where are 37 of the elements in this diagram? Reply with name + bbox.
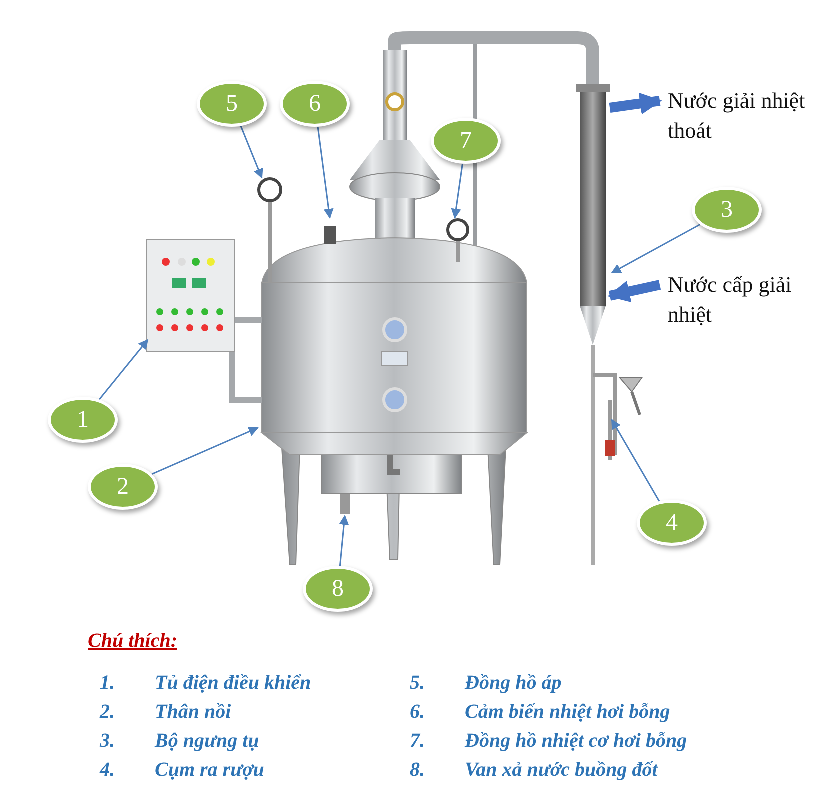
legend-number: 3. [100,730,115,753]
callout-number: 2 [88,464,158,510]
leader-arrow [317,126,334,219]
flow-label: Nước giải nhiệt thoát [668,86,817,146]
legend-text: Đồng hồ nhiệt cơ hơi bỗng [465,730,688,753]
callout-number: 8 [303,566,373,612]
legend-number: 7. [410,730,425,753]
flow-label: Nước cấp giải nhiệt [668,270,817,330]
legend-number: 2. [100,701,115,724]
leader-arrow [98,339,149,400]
leader-arrow [611,224,700,274]
legend-text: Van xả nước buồng đốt [465,759,658,782]
legend-text: Bộ ngưng tụ [155,730,260,753]
callout-number: 5 [197,81,267,127]
flow-arrow [608,280,662,302]
leader-arrow [451,164,464,219]
legend-text: Cảm biến nhiệt hơi bỗng [465,701,670,724]
callout-number: 4 [637,500,707,546]
callout-number: 3 [692,187,762,233]
callout-number: 7 [431,118,501,164]
legend-heading: Chú thích: [88,630,178,653]
legend-number: 8. [410,759,425,782]
leader-arrow [152,427,259,475]
legend-number: 1. [100,672,115,695]
leader-arrow [240,126,264,179]
callout-number: 6 [280,81,350,127]
legend-text: Cụm ra rượu [155,759,264,782]
legend-text: Tủ điện điều khiển [155,672,312,695]
legend-text: Thân nồi [155,701,232,724]
flow-arrow [609,92,662,115]
legend-number: 4. [100,759,115,782]
leader-arrow [339,515,350,566]
callout-number: 1 [48,397,118,443]
leader-arrow [611,419,660,502]
legend-number: 5. [410,672,425,695]
legend-number: 6. [410,701,425,724]
legend-text: Đồng hồ áp [465,672,562,695]
